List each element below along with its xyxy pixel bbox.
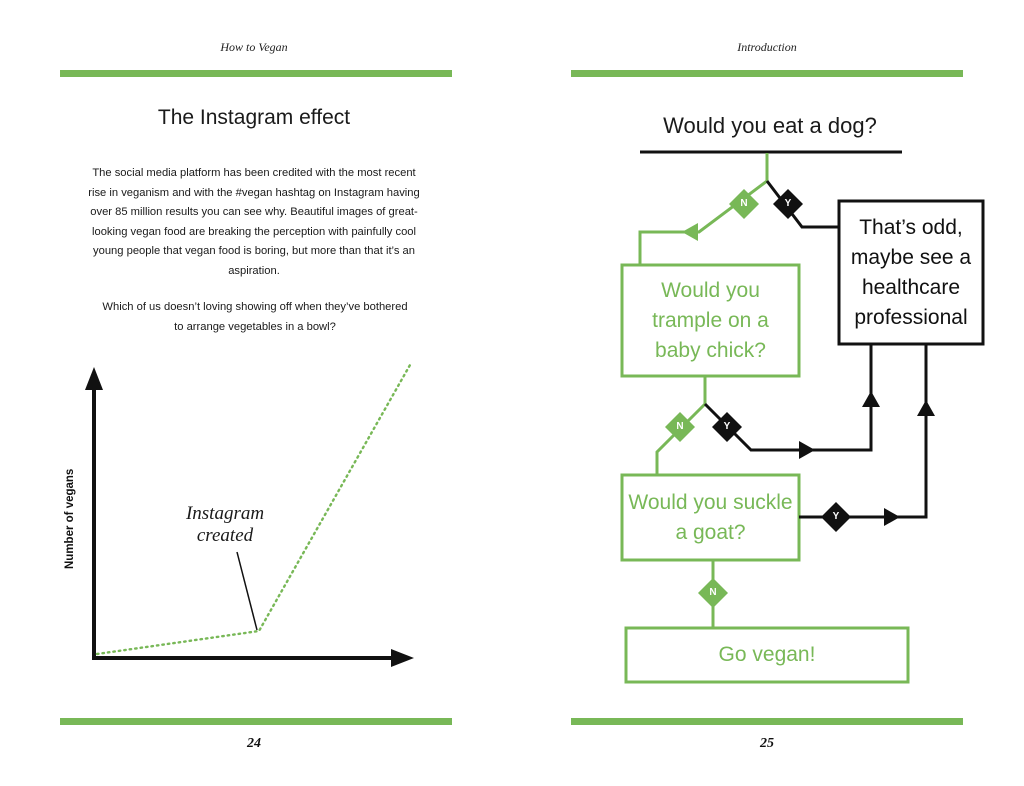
arrow-right-icon bbox=[799, 441, 815, 459]
label-yes-3: Y bbox=[832, 511, 840, 522]
node-odd-text: That’s odd, maybe see a healthcare profe… bbox=[850, 215, 972, 329]
node-chick-text: Would you trample on a baby chick? bbox=[652, 278, 769, 362]
arrow-up-icon bbox=[917, 400, 935, 416]
edge-start-yes bbox=[765, 180, 838, 229]
page-number-left: 24 bbox=[247, 736, 261, 751]
page-title: The Instagram effect bbox=[157, 106, 351, 129]
arrow-left-icon bbox=[682, 223, 698, 241]
annotation-pointer bbox=[236, 551, 258, 631]
left-page: How to Vegan The Instagram effect The so… bbox=[60, 40, 452, 751]
header-rule-left bbox=[60, 70, 452, 77]
node-vegan-box bbox=[624, 626, 910, 684]
label-yes-2: Y bbox=[723, 421, 731, 432]
diamond-no-3 bbox=[698, 578, 728, 608]
diamond-yes-2 bbox=[712, 412, 742, 442]
diamond-yes-3 bbox=[821, 502, 851, 532]
y-axis-label: Number of vegans bbox=[64, 468, 76, 569]
flowchart-start-question: Would you eat a dog? bbox=[663, 113, 877, 138]
arrow-right-icon bbox=[884, 508, 900, 526]
node-chick-box bbox=[620, 263, 801, 378]
label-no-3: N bbox=[709, 587, 717, 598]
node-odd-box bbox=[837, 199, 985, 346]
label-no-2: N bbox=[676, 421, 684, 432]
diamond-no-1 bbox=[729, 189, 759, 219]
edge-chick-no bbox=[655, 402, 707, 474]
body-paragraph-1: The social media platform has been credi… bbox=[88, 167, 420, 277]
label-no-1: N bbox=[740, 198, 748, 209]
body-paragraph-2: Which of us doesn’t loving showing off w… bbox=[102, 301, 408, 333]
x-axis-arrow-icon bbox=[391, 649, 414, 667]
label-yes-1: Y bbox=[784, 198, 792, 209]
right-page: Introduction Would you eat a dog? bbox=[512, 0, 1024, 786]
running-head-left: How to Vegan bbox=[220, 40, 288, 54]
page-number-right: 25 bbox=[760, 736, 774, 751]
vegan-series-line bbox=[95, 363, 412, 656]
footer-rule-right bbox=[571, 718, 963, 725]
node-goat-text: Would you suckle a goat? bbox=[628, 490, 793, 544]
node-vegan-text: Go vegan! bbox=[718, 643, 816, 666]
header-rule-right bbox=[571, 70, 963, 77]
diamond-yes-1 bbox=[773, 189, 803, 219]
edge-goat-yes bbox=[799, 345, 928, 519]
flowchart-diagram bbox=[620, 150, 985, 684]
annotation-instagram-created: Instagram created bbox=[185, 503, 265, 546]
running-head-right: Introduction bbox=[737, 40, 797, 54]
diamond-no-2 bbox=[665, 412, 695, 442]
arrow-up-icon bbox=[862, 391, 880, 407]
vegan-growth-chart bbox=[85, 363, 414, 667]
y-axis-arrow-icon bbox=[85, 367, 103, 390]
footer-rule-left bbox=[60, 718, 452, 725]
